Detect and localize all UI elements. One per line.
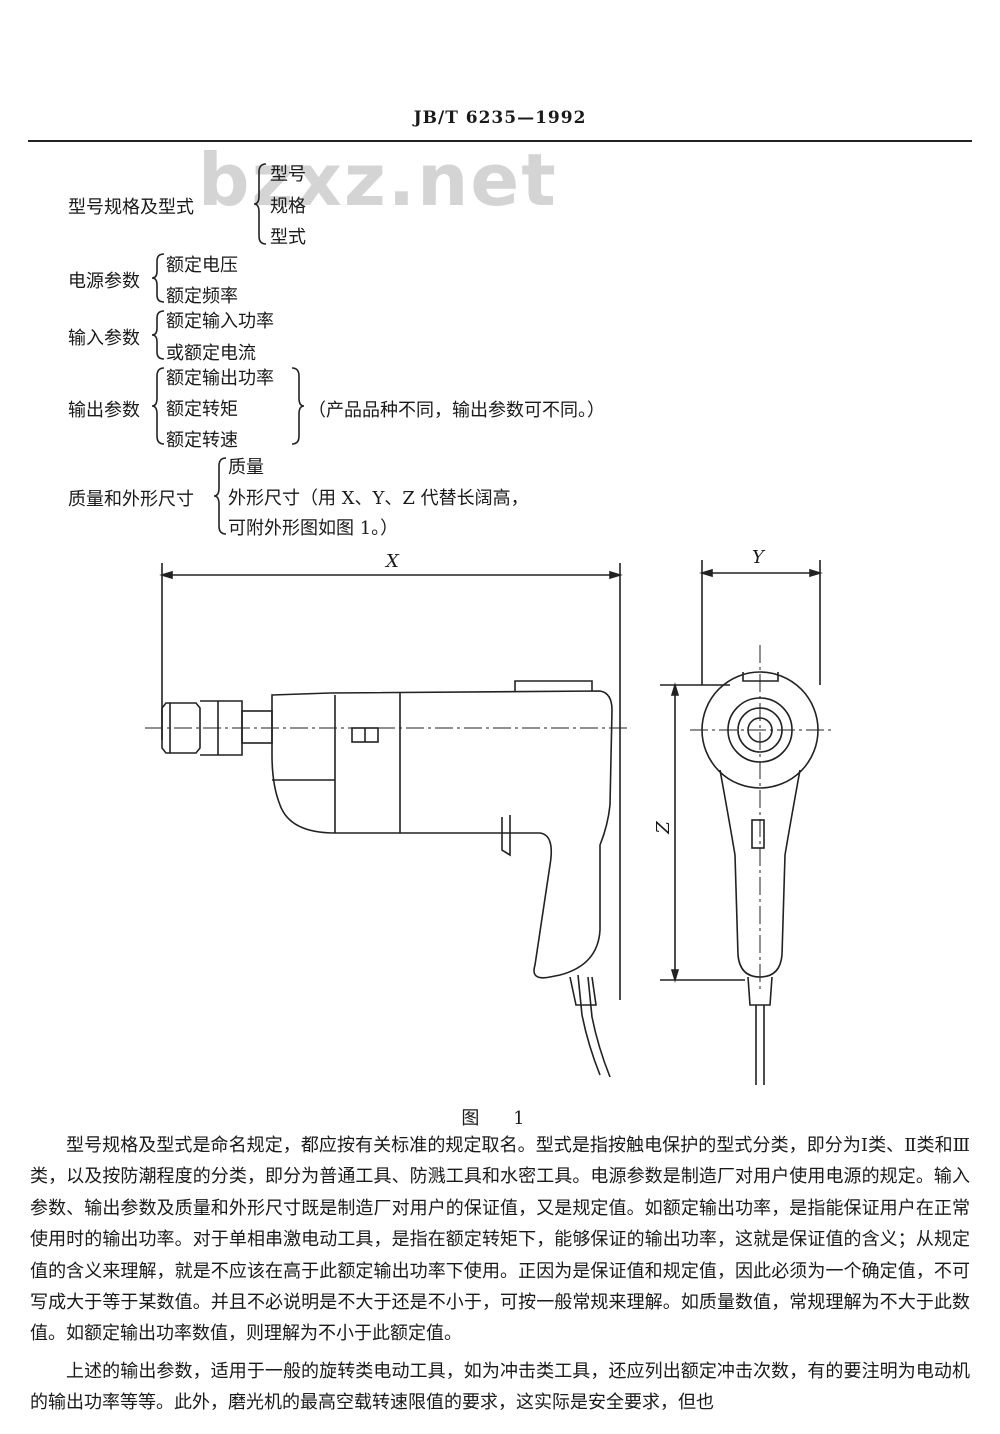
drill-outline-drawing bbox=[145, 560, 835, 1085]
spec-item: 型号 bbox=[270, 164, 306, 185]
paragraph: 型号规格及型式是命名规定，都应按有关标准的规定取名。型式是指按触电保护的型式分类… bbox=[30, 1135, 970, 1345]
left-brace bbox=[151, 253, 165, 303]
figure-1: X Y Z bbox=[130, 545, 870, 1104]
watermark: bzxz.net bbox=[198, 138, 558, 222]
spec-item: 额定频率 bbox=[166, 286, 238, 307]
spec-group-label: 质量和外形尺寸 bbox=[68, 489, 194, 510]
output-params-note: （产品品种不同，输出参数可不同。） bbox=[308, 400, 605, 421]
dimension-y-label: Y bbox=[752, 547, 764, 568]
dimension-x-label: X bbox=[386, 551, 399, 572]
left-brace bbox=[151, 367, 165, 445]
paragraph: 上述的输出参数，适用于一般的旋转类电动工具，如为冲击类工具，还应列出额定冲击次数… bbox=[30, 1360, 970, 1414]
left-brace bbox=[213, 457, 227, 535]
left-brace bbox=[151, 310, 165, 360]
left-brace bbox=[253, 163, 267, 245]
spec-item: 可附外形图如图 1。） bbox=[228, 518, 399, 539]
figure-caption: 图 1 bbox=[461, 1108, 539, 1129]
right-brace bbox=[291, 367, 305, 445]
spec-item: 额定输出功率 bbox=[166, 368, 274, 389]
spec-item: 质量 bbox=[228, 457, 264, 478]
spec-group-label: 型号规格及型式 bbox=[68, 197, 194, 218]
spec-item: 额定电压 bbox=[166, 255, 238, 276]
spec-item: 额定输入功率 bbox=[166, 311, 274, 332]
header-rule bbox=[28, 140, 972, 142]
spec-item: 规格 bbox=[270, 196, 306, 217]
spec-group-label: 输入参数 bbox=[68, 328, 140, 349]
spec-item: 外形尺寸（用 X、Y、Z 代替长阔高， bbox=[228, 488, 529, 509]
spec-group-label: 输出参数 bbox=[68, 400, 140, 421]
spec-item: 型式 bbox=[270, 227, 306, 248]
standard-number-header: JB/T 6235—1992 bbox=[413, 108, 587, 128]
body-paragraphs: 型号规格及型式是命名规定，都应按有关标准的规定取名。型式是指按触电保护的型式分类… bbox=[30, 1130, 970, 1419]
dimension-z-label: Z bbox=[652, 821, 674, 834]
spec-item: 额定转矩 bbox=[166, 399, 238, 420]
spec-group-label: 电源参数 bbox=[68, 271, 140, 292]
spec-item: 额定转速 bbox=[166, 430, 238, 451]
spec-item: 或额定电流 bbox=[166, 343, 256, 364]
